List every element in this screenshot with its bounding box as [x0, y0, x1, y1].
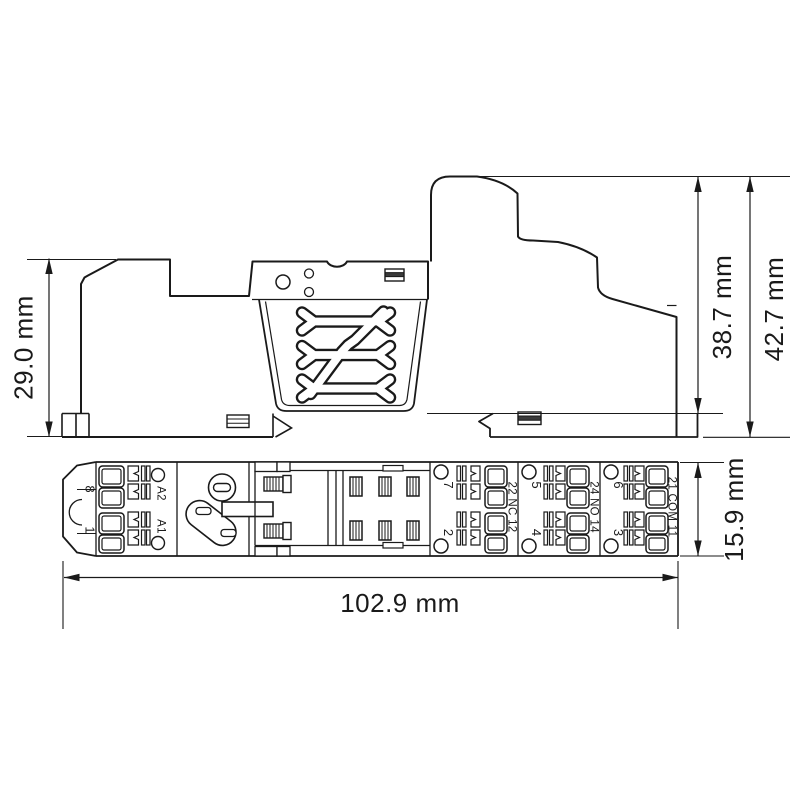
body-latch-notch	[272, 413, 294, 438]
front-band	[252, 268, 428, 301]
body-latch-hatch	[226, 414, 250, 429]
coil-aux-label-bottom: A1	[155, 519, 167, 534]
contact-group-com: 6 3 21 COM 11	[603, 464, 678, 554]
front-trapezoid	[258, 299, 428, 412]
group1-bottom-number: 2	[441, 529, 456, 536]
group3-bottom-number: 3	[611, 529, 626, 536]
bottom-outline	[62, 461, 679, 557]
dim-38-label: 38.7 mm	[707, 255, 737, 360]
dimension-38-7: 38.7 mm	[480, 175, 790, 415]
din-foot-left	[61, 412, 90, 437]
group1-top-number: 7	[441, 481, 456, 488]
indicator-hole-large	[275, 274, 291, 290]
relay-socket-bottom	[254, 461, 431, 557]
socket-contact-pads	[349, 476, 420, 541]
coil-terminal-block: 8 1 A2 A1	[83, 462, 178, 556]
group2-bottom-number: 4	[529, 529, 544, 536]
coil-screw-terminals	[98, 465, 125, 554]
dimension-42-7: 42.7 mm	[703, 176, 790, 438]
dim-42-label: 42.7 mm	[759, 257, 789, 362]
coil-aux-label-top: A2	[155, 486, 167, 501]
contact-group-no: 5 4 24 NO 14	[521, 462, 601, 556]
socket-screws	[263, 474, 292, 541]
rotary-knob	[207, 473, 237, 502]
indicator-hole-small-top	[303, 268, 315, 279]
bottom-view: 8 1 A2 A1	[62, 461, 679, 557]
group3-top-number: 6	[611, 481, 626, 488]
contact-group-nc: 7 2 22 NC 12	[433, 462, 519, 556]
group2-top-number: 5	[529, 481, 544, 488]
dim-29-label: 29.0 mm	[9, 295, 39, 400]
dimension-29: 29.0 mm	[9, 258, 116, 438]
coil-terminal-number-bottom: 1	[83, 526, 98, 533]
group3-label: 21 COM 11	[666, 477, 678, 538]
coil-terminal-number-top: 8	[83, 485, 98, 492]
dim-15-label: 15.9 mm	[719, 457, 749, 562]
relay-socket-side	[427, 175, 699, 438]
socket-corner-tabs	[254, 461, 291, 557]
dim-102-label: 102.9 mm	[340, 588, 460, 618]
rotary-knob-slot	[212, 482, 232, 493]
dimension-102-9: 102.9 mm	[62, 561, 679, 629]
test-point-a2	[150, 467, 166, 483]
dimensions: 29.0 mm 38.7 mm 42.7 mm 15.9 mm	[9, 175, 790, 629]
indicator-hole-small-bottom	[303, 286, 315, 298]
side-view-body	[61, 258, 429, 438]
end-cap	[62, 461, 97, 557]
band-hatch-marker	[384, 268, 405, 282]
lever-bar	[221, 501, 274, 518]
dimension-15-9: 15.9 mm	[680, 457, 749, 562]
brand-logo	[295, 305, 397, 404]
test-point-a1	[150, 535, 166, 551]
din-foot-right	[478, 411, 699, 438]
group2-label: 24 NO 14	[588, 481, 600, 533]
release-lever-area	[185, 462, 274, 556]
coil-clamp-openings	[127, 465, 151, 546]
side-view	[61, 175, 699, 438]
group1-label: 22 NC 12	[506, 482, 518, 533]
